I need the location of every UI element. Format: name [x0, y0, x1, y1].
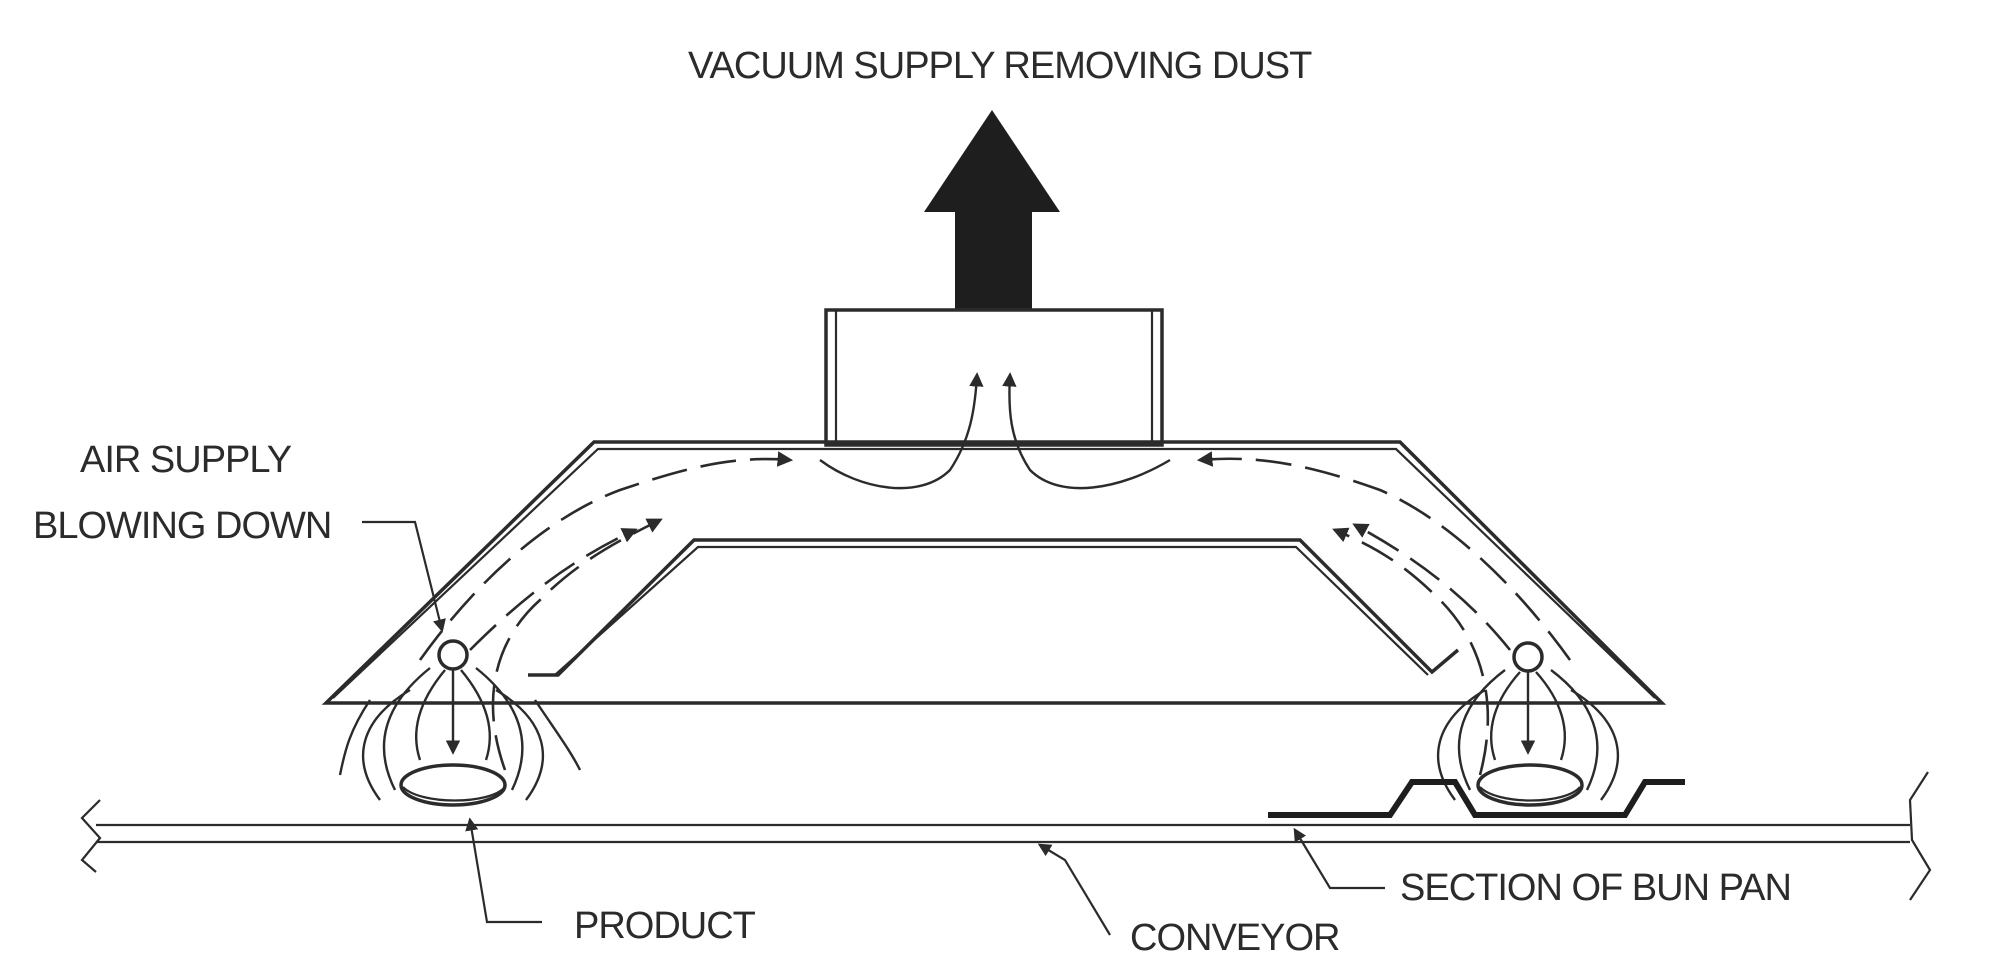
product-leader — [465, 817, 542, 924]
airflow-left — [418, 372, 984, 771]
air-supply-label-line2: BLOWING DOWN — [33, 505, 331, 547]
up-arrow-icon — [924, 110, 1060, 310]
air-supply-label-line1: AIR SUPPLY — [80, 439, 292, 481]
product-left — [399, 763, 507, 807]
hood-outer — [321, 440, 1667, 705]
conveyor — [96, 823, 1910, 844]
zigzag-break-icon — [80, 799, 102, 873]
air-nozzle-right — [1512, 641, 1544, 673]
air-jets-left — [338, 667, 582, 801]
bun-pan-label: SECTION OF BUN PAN — [1400, 867, 1791, 909]
air-supply-leader — [362, 520, 446, 633]
vacuum-label: VACUUM SUPPLY REMOVING DUST — [688, 45, 1312, 87]
conveyor-label: CONVEYOR — [1130, 917, 1339, 959]
conveyor-leader — [1037, 843, 1111, 936]
bun-pan-section — [1268, 763, 1685, 818]
inner-baffle — [528, 538, 1460, 677]
zigzag-break-icon — [1908, 771, 1932, 901]
exhaust-duct — [824, 308, 1164, 447]
air-nozzle-left — [437, 639, 469, 671]
air-jets-right — [1436, 669, 1620, 801]
product-label: PRODUCT — [574, 905, 756, 947]
airflow-right — [1002, 372, 1572, 776]
bun-pan-leader — [1293, 827, 1385, 890]
